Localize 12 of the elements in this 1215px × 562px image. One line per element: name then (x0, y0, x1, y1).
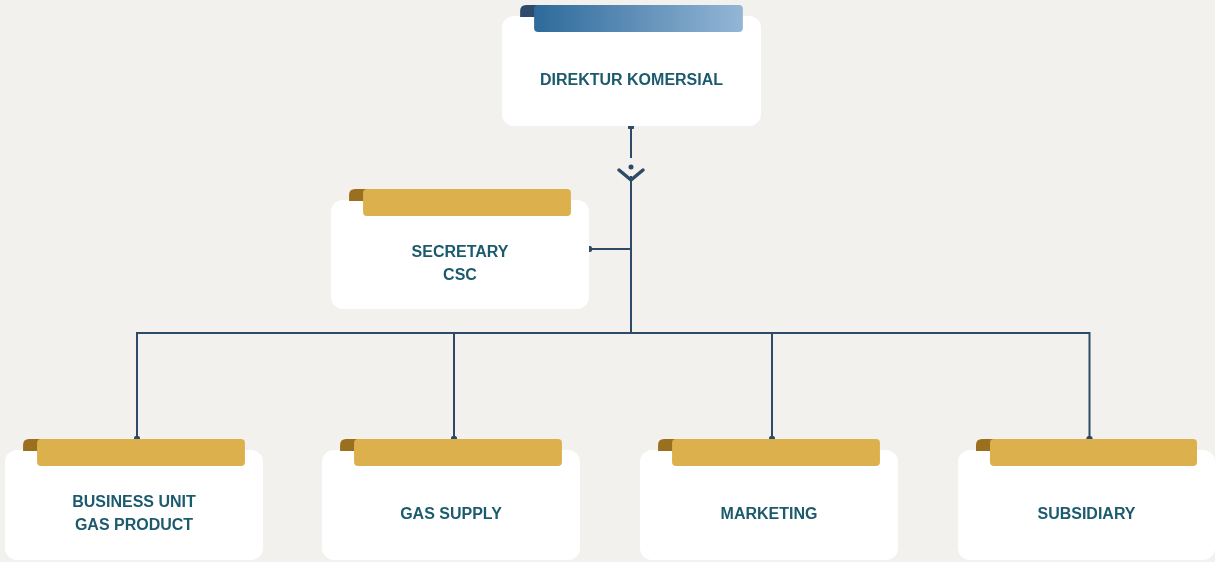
org-chart-card (331, 189, 589, 309)
org-chart-card (322, 439, 580, 560)
card-title: GAS SUPPLY (400, 503, 502, 524)
card-title: BUSINESS UNIT GAS PRODUCT (71, 492, 197, 535)
card-title: MARKETING (720, 503, 818, 524)
org-chart-card (640, 439, 898, 560)
org-chart-card (958, 439, 1215, 560)
card-title: SUBSIDIARY (1037, 503, 1136, 524)
card-title: DIREKTUR KOMERSIAL (539, 69, 724, 90)
org-chart-card (502, 5, 761, 126)
card-title: SECRETARY CSC (410, 241, 510, 285)
org-chart-card (5, 439, 263, 560)
